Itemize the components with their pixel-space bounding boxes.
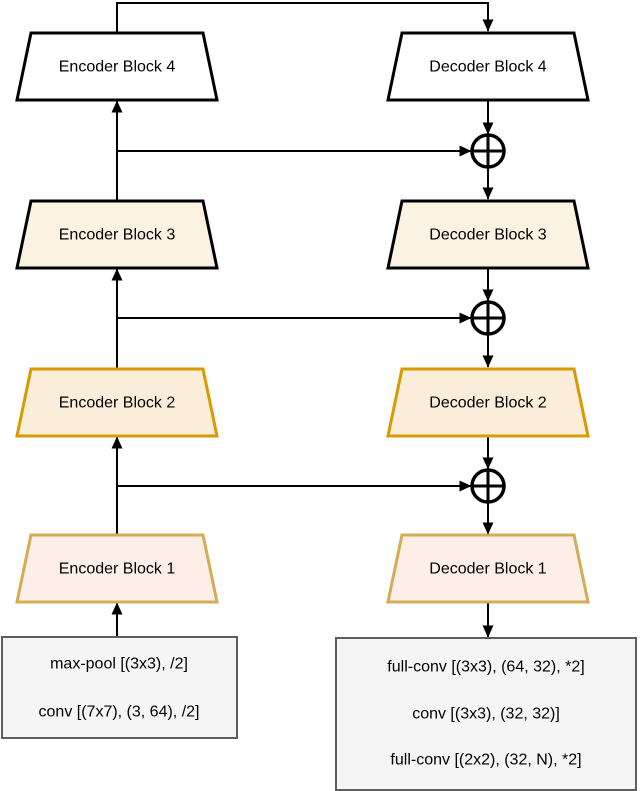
decoder-block-1-shape <box>386 533 590 604</box>
encoder-block-3-label: Encoder Block 3 <box>58 226 176 244</box>
connector-top-bridge <box>116 2 494 33</box>
output-op-fullconv1-label: full-conv [(3x3), (64, 32), *2] <box>387 658 585 676</box>
decoder-block-4-shape <box>386 31 590 102</box>
encoder-block-2-label: Encoder Block 2 <box>58 394 176 412</box>
circled-plus-icon-2 <box>470 300 506 336</box>
decoder-output-ops-box <box>335 637 637 791</box>
decoder-block-3-label: Decoder Block 3 <box>429 226 547 244</box>
decoder-block-3-shape <box>386 199 590 270</box>
input-op-maxpool-label: max-pool [(3x3), /2] <box>50 655 188 673</box>
encoder-block-2-shape <box>15 367 219 438</box>
encoder-block-1-label: Encoder Block 1 <box>58 560 176 578</box>
encoder-block-3-shape <box>15 199 219 270</box>
decoder-block-2-shape <box>386 367 590 438</box>
circled-plus-icon-3 <box>470 133 506 169</box>
circled-plus-icon-1 <box>470 468 506 504</box>
decoder-block-2-label: Decoder Block 2 <box>429 394 547 412</box>
encoder-block-1-shape <box>15 533 219 604</box>
encoder-block-4-label: Encoder Block 4 <box>58 58 176 76</box>
output-op-fullconv2-label: full-conv [(2x2), (32, N), *2] <box>390 751 582 769</box>
encoder-input-ops-box <box>1 636 238 739</box>
decoder-block-4-label: Decoder Block 4 <box>429 58 547 76</box>
encoder-block-4-shape <box>15 31 219 102</box>
decoder-block-1-label: Decoder Block 1 <box>429 560 547 578</box>
input-op-conv-label: conv [(7x7), (3, 64), /2] <box>38 703 200 721</box>
output-op-conv-label: conv [(3x3), (32, 32)] <box>412 705 560 723</box>
